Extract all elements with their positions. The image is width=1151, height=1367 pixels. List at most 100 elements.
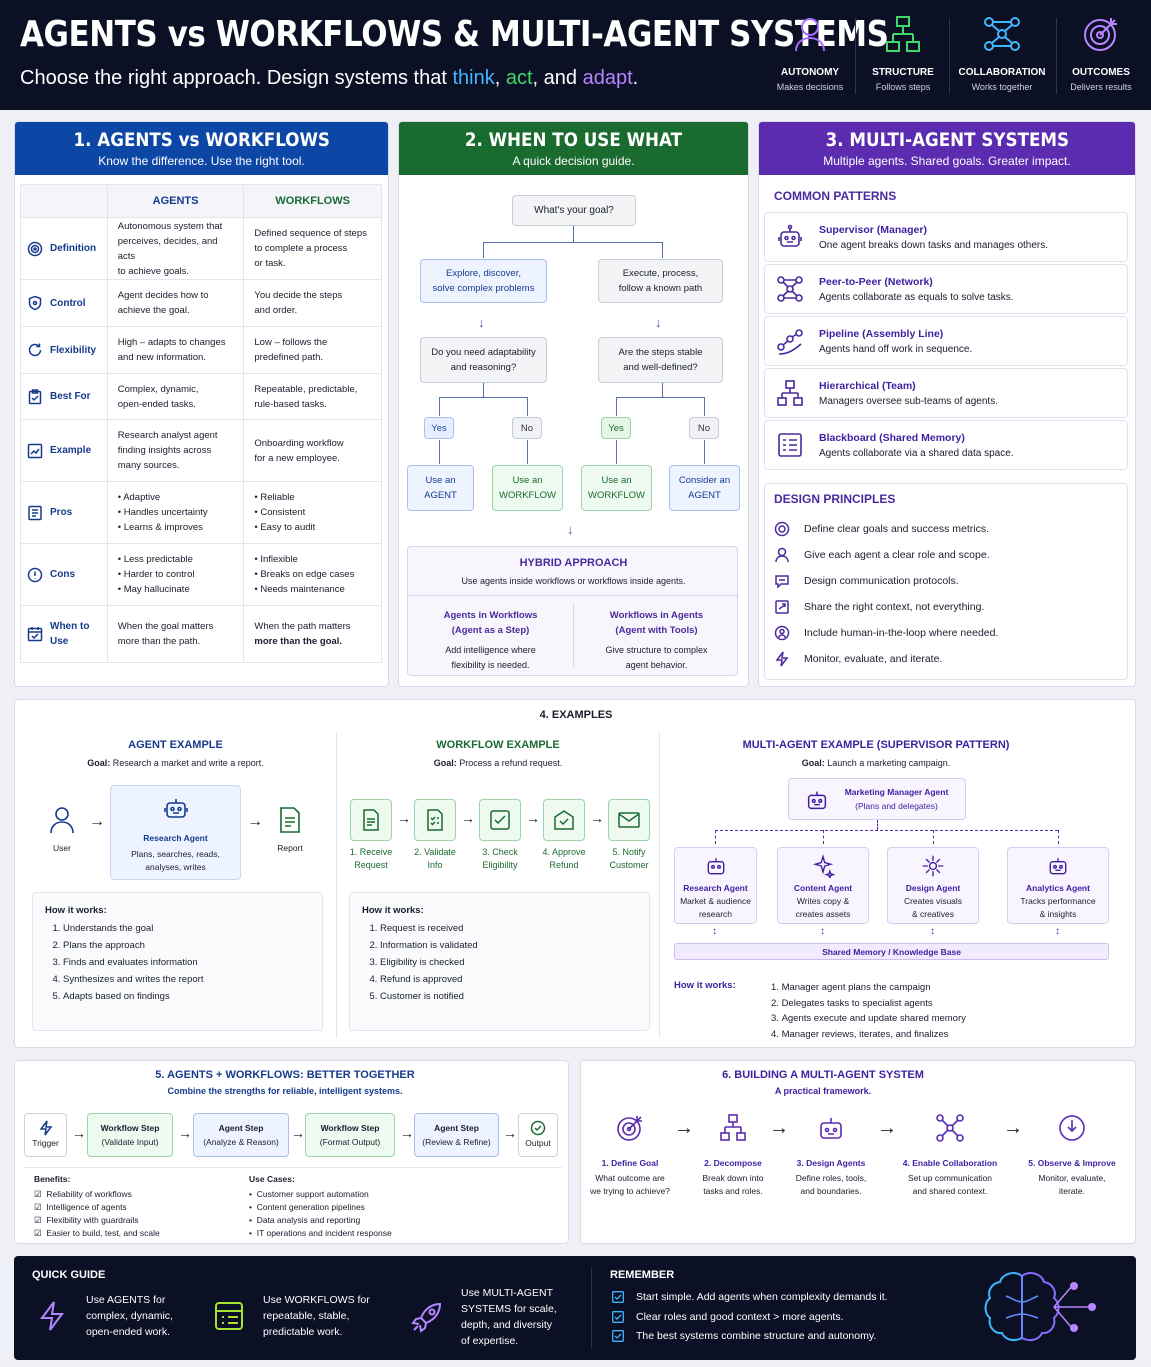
table-row: Cons • Less predictable• Harder to contr…	[21, 544, 381, 606]
multi-how-steps: Manager agent plans the campaignDelegate…	[771, 980, 966, 1042]
monitor-icon	[1059, 1115, 1085, 1141]
pipeline-icon	[777, 329, 803, 355]
arrow-right: →	[89, 813, 105, 830]
section-3-header: 3. MULTI-AGENT SYSTEMS Multiple agents. …	[759, 122, 1135, 175]
use-cases-label: Use Cases:	[249, 1174, 295, 1184]
arrow-down: ↓	[655, 315, 662, 330]
workflows-in-agents: Workflows in Agents(Agent with Tools)	[609, 610, 704, 636]
remember-item: Clear roles and good context > more agen…	[612, 1311, 844, 1323]
pattern-pipeline: Pipeline (Assembly Line)Agents hand off …	[764, 316, 1128, 366]
person-icon	[50, 807, 74, 834]
patterns-label: COMMON PATTERNS	[774, 189, 897, 203]
palette-icon	[922, 855, 944, 877]
workflow-step-receive	[350, 799, 392, 841]
workflow-example-title: WORKFLOW EXAMPLE	[436, 739, 560, 751]
agent-example-goal: Goal: Research a market and write a repo…	[87, 758, 264, 768]
goal-explore: Explore, discover,solve complex problems	[420, 259, 547, 303]
answer-no: No	[689, 417, 719, 439]
workflow-step-validate	[414, 799, 456, 841]
pattern-hierarchical: Hierarchical (Team)Managers oversee sub-…	[764, 368, 1128, 418]
section-when-to-use: 2. WHEN TO USE WHAT A quick decision gui…	[398, 121, 749, 687]
principle-item: Give each agent a clear role and scope.	[774, 547, 990, 563]
arrow-right: →	[247, 813, 263, 830]
section-building-multi-agent: 6. BUILDING A MULTI-AGENT SYSTEM A pract…	[580, 1060, 1136, 1244]
person-icon	[795, 18, 825, 52]
benefits-label: Benefits:	[34, 1174, 71, 1184]
benefits-list: ☑ Reliability of workflows ☑ Intelligenc…	[34, 1189, 160, 1238]
report-node: Report	[273, 806, 307, 853]
principle-item: Include human-in-the-loop where needed.	[774, 625, 998, 641]
person-icon	[775, 547, 789, 563]
robot-icon	[778, 224, 802, 247]
section-multi-agent-systems: 3. MULTI-AGENT SYSTEMS Multiple agents. …	[758, 121, 1136, 687]
checklist-icon	[427, 809, 443, 831]
section-1-header: 1. AGENTS vs WORKFLOWS Know the differen…	[15, 122, 388, 175]
header: AGENTS vs WORKFLOWS & MULTI-AGENT SYSTEM…	[0, 0, 1151, 110]
chat-icon	[775, 575, 789, 589]
check-circle-icon	[530, 1120, 546, 1136]
workflow-step-approve	[543, 799, 585, 841]
checkbox-icon	[612, 1311, 624, 1323]
list-icon	[28, 505, 42, 520]
workflow-step-check	[479, 799, 521, 841]
target-icon	[27, 241, 43, 256]
agent-how-it-works: How it works: Understands the goalPlans …	[32, 892, 323, 1031]
workflow-step-notify	[608, 799, 650, 841]
doc-icon	[363, 809, 379, 831]
table-header-row: AGENTS WORKFLOWS	[21, 185, 381, 218]
pattern-supervisor: Supervisor (Manager)One agent breaks dow…	[764, 212, 1128, 262]
multi-how-label: How it works:	[674, 980, 736, 991]
bolt-icon	[40, 1301, 64, 1331]
robot-icon	[807, 791, 827, 810]
flow-workflow-step: Workflow Step(Validate Input)	[87, 1113, 173, 1157]
check-doc-icon	[490, 810, 510, 830]
principle-item: Monitor, evaluate, and iterate.	[774, 651, 942, 667]
clipboard-icon	[28, 388, 42, 404]
cycle-icon	[28, 343, 42, 357]
target-icon	[617, 1116, 642, 1141]
decision-root: What's your goal?	[512, 195, 636, 226]
shield-icon	[28, 295, 42, 311]
network-icon	[936, 1114, 964, 1142]
examples-title: 4. EXAMPLES	[539, 709, 613, 721]
use-cases-list: • Customer support automation • Content …	[249, 1189, 392, 1238]
section-examples: 4. EXAMPLES AGENT EXAMPLE Goal: Research…	[14, 699, 1136, 1048]
manager-agent-node: Marketing Manager Agent (Plans and deleg…	[788, 778, 966, 820]
workflow-how-it-works: How it works: Request is receivedInforma…	[349, 892, 650, 1031]
checkbox-icon	[612, 1330, 624, 1342]
s6-title: 6. BUILDING A MULTI-AGENT SYSTEM	[722, 1069, 924, 1081]
calendar-check-icon	[27, 627, 43, 642]
goal-execute: Execute, process,follow a known path	[598, 259, 723, 303]
flow-workflow-step: Workflow Step(Format Output)	[305, 1113, 395, 1157]
multi-agent-example-goal: Goal: Launch a marketing campaign.	[801, 758, 951, 768]
flow-icon	[886, 16, 920, 52]
section-agents-vs-workflows: 1. AGENTS vs WORKFLOWS Know the differen…	[14, 121, 389, 687]
trigger-node: Trigger	[24, 1113, 67, 1157]
bolt-icon	[775, 651, 789, 667]
sparkle-icon	[812, 854, 836, 881]
principles-box	[764, 483, 1128, 680]
brain-network-icon	[984, 1272, 1096, 1342]
multi-agent-example-title: MULTI-AGENT EXAMPLE (SUPERVISOR PATTERN)	[742, 739, 1010, 751]
section-2-header: 2. WHEN TO USE WHAT A quick decision gui…	[399, 122, 748, 175]
agents-in-workflows: Agents in Workflows(Agent as a Step)	[443, 610, 538, 636]
output-node: Output	[518, 1113, 558, 1157]
quick-guide-label: QUICK GUIDE	[32, 1269, 106, 1281]
robot-icon	[707, 858, 724, 875]
